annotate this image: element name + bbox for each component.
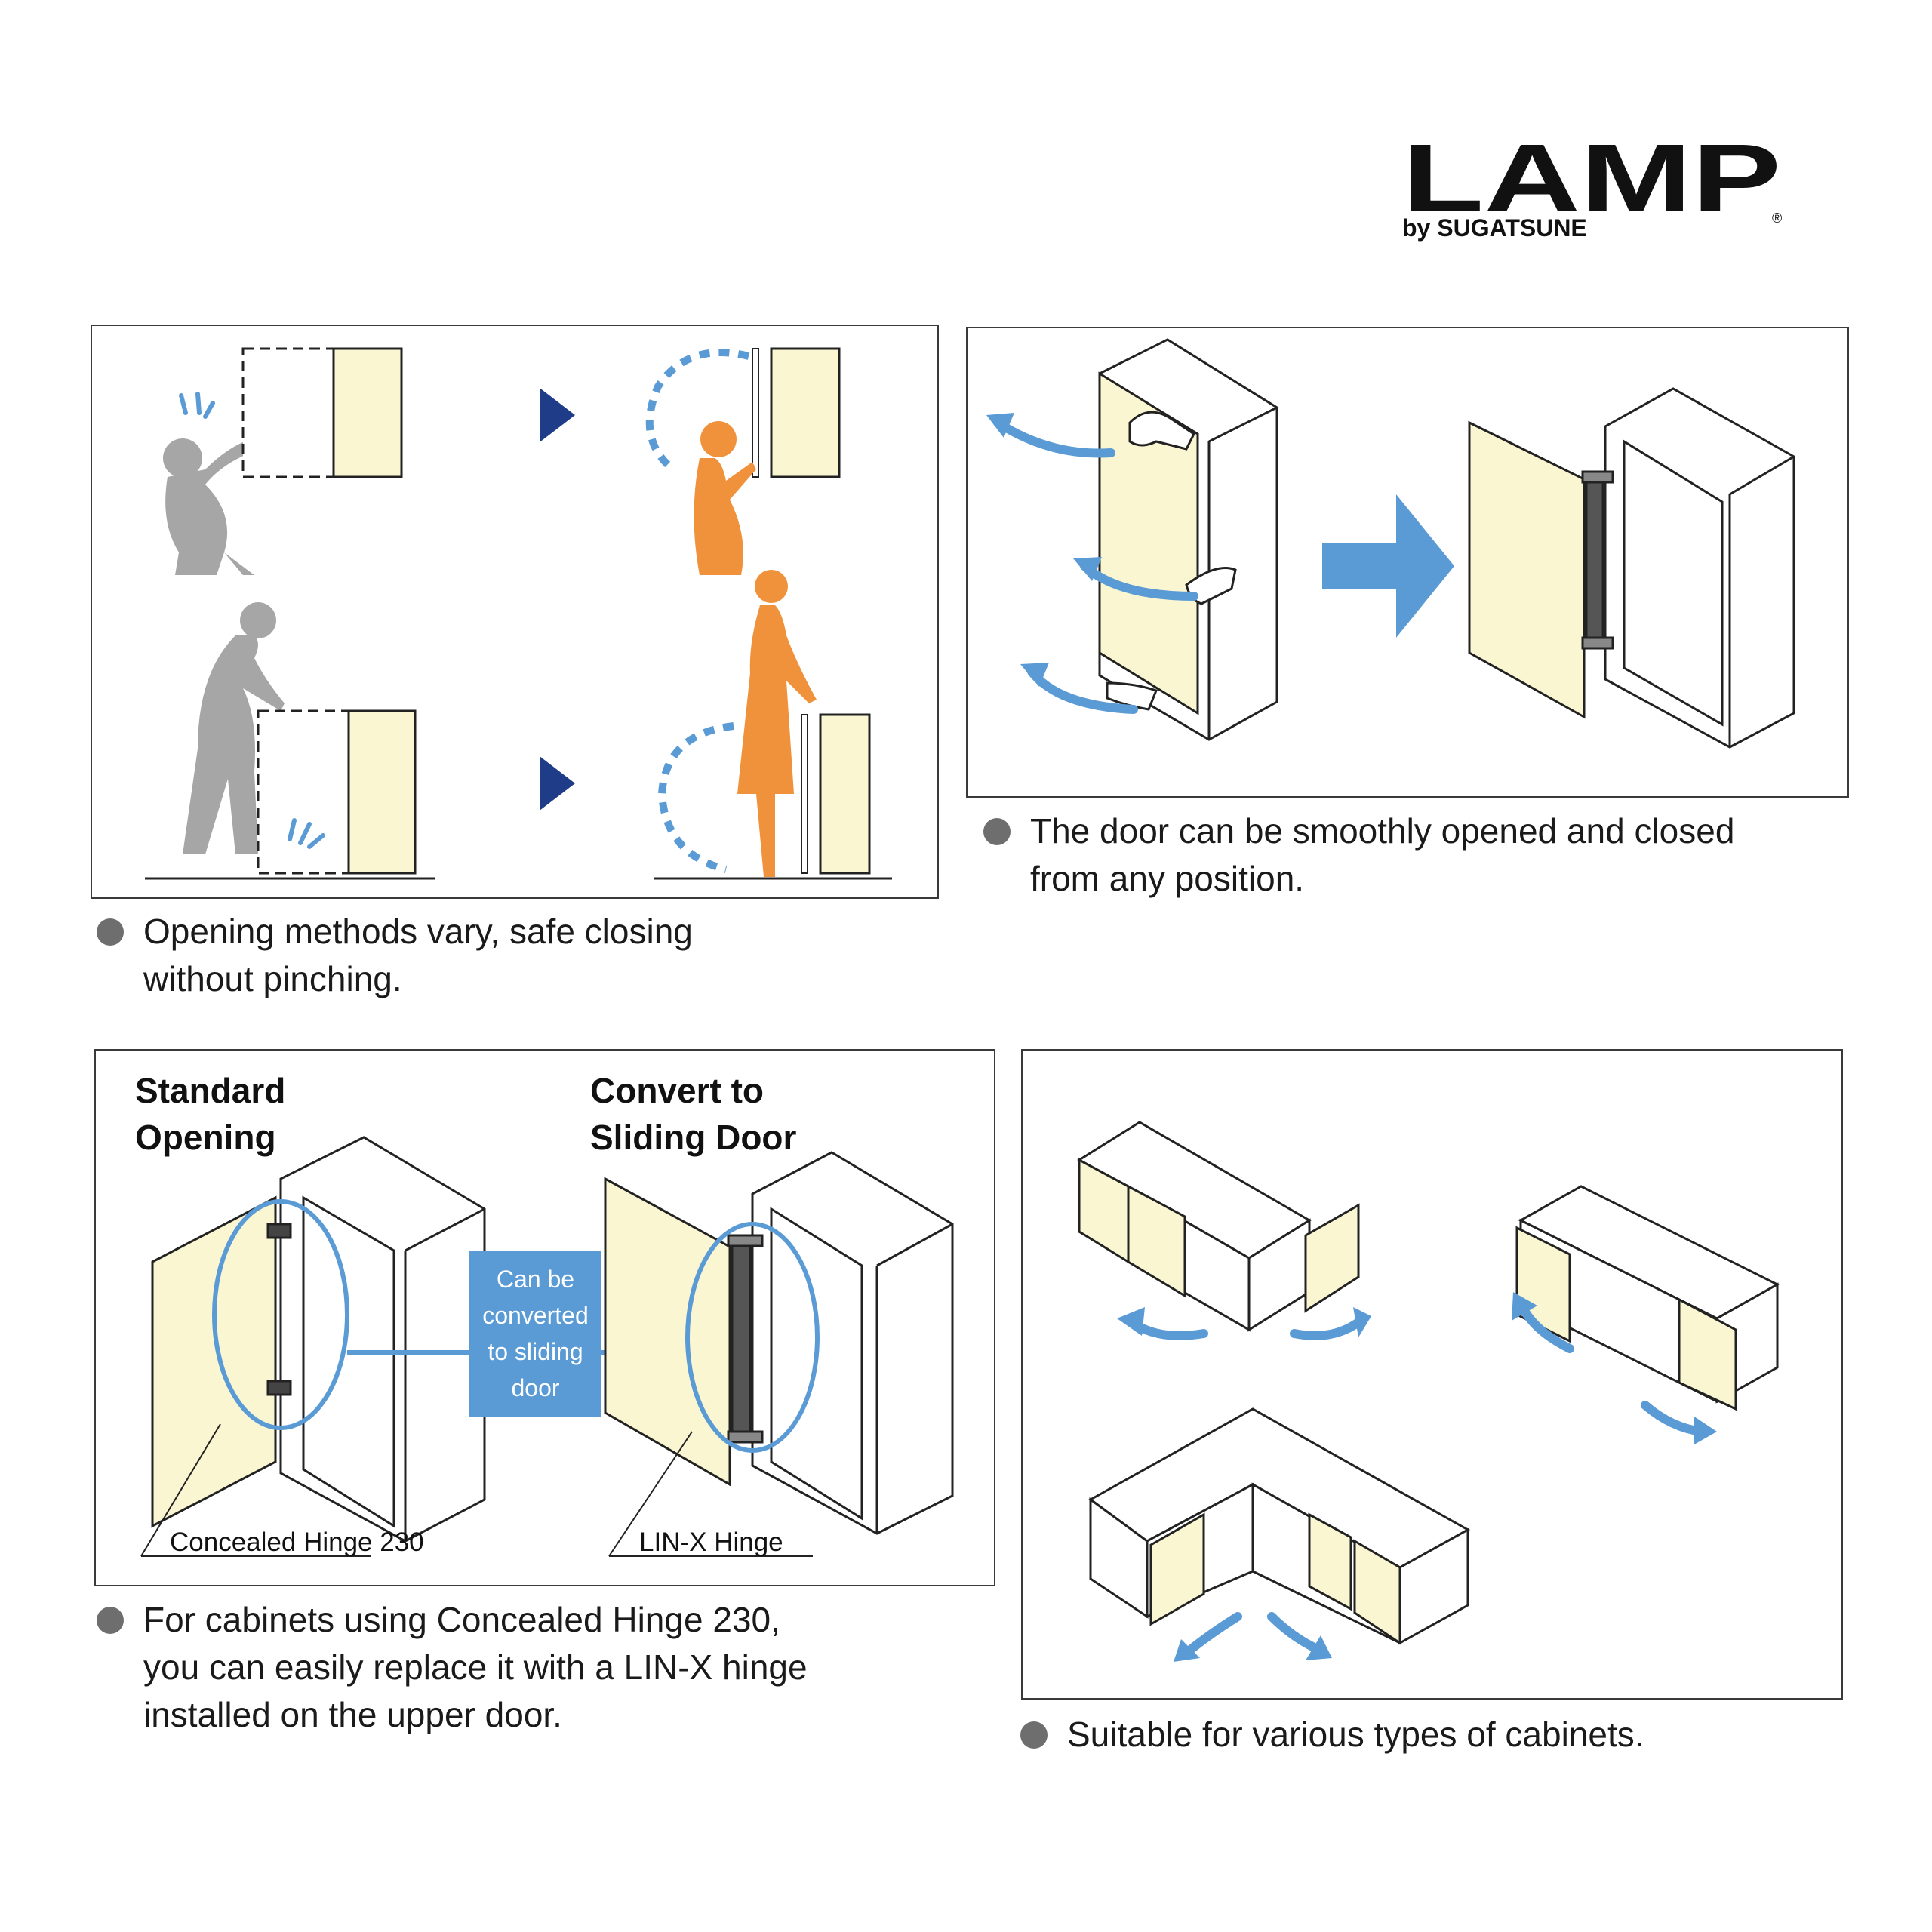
label-linx-hinge: LIN-X Hinge	[639, 1527, 783, 1557]
leader-line-right	[608, 1431, 693, 1557]
leader-line-left	[140, 1423, 221, 1557]
heading-standard-opening: Standard Opening	[135, 1071, 286, 1157]
label-concealed-hinge: Concealed Hinge 230	[170, 1527, 424, 1557]
caption-smooth-open: The door can be smoothly opened and clos…	[983, 808, 1734, 903]
bending-person-icon	[183, 602, 285, 854]
dotted-arc-icon	[645, 349, 750, 472]
panel-cabinet-types	[1021, 1049, 1843, 1700]
lower-cabinet-closed-icon	[257, 709, 417, 875]
arrow-right-icon	[540, 388, 575, 442]
brand-logo: LAMP ® by SUGATSUNE	[1402, 125, 1787, 249]
upper-cabinet-closed-icon	[242, 347, 403, 478]
caption-line: For cabinets using Concealed Hinge 230,	[143, 1600, 780, 1639]
caption-line: from any position.	[1030, 859, 1305, 898]
lamp-logo-mark: LAMP ® by SUGATSUNE	[1402, 125, 1782, 242]
caption-line: installed on the upper door.	[143, 1695, 562, 1734]
panel-opening-methods	[91, 325, 939, 899]
logo-tagline: by SUGATSUNE	[1402, 214, 1587, 242]
sliding-cabinet-icon	[604, 1151, 954, 1535]
cabinet-types-illustration	[1077, 1121, 1780, 1662]
bullet-icon	[97, 918, 124, 946]
split-cabinet-icon	[1515, 1185, 1780, 1411]
arrowhead-icon	[986, 413, 1102, 687]
caption-line: Opening methods vary, safe closing	[143, 912, 693, 951]
conversion-callout: Can be converted to sliding door	[469, 1251, 601, 1417]
conversion-illustration	[140, 1136, 954, 1557]
standard-cabinet-icon	[151, 1136, 486, 1543]
logo-wordmark: LAMP	[1402, 136, 1781, 232]
caption-opening-methods: Opening methods vary, safe closing witho…	[97, 908, 693, 1003]
pinch-lines-icon	[288, 818, 325, 849]
arrowhead-icon-3	[1174, 1635, 1332, 1662]
caption-line: without pinching.	[143, 959, 402, 998]
bullet-icon	[1020, 1721, 1048, 1749]
panel-conversion: Standard Opening Convert to Sliding Door…	[94, 1049, 995, 1586]
bullet-icon	[983, 818, 1011, 845]
big-arrow-right-icon	[1322, 494, 1454, 638]
strain-lines-icon	[179, 392, 215, 419]
standing-woman-icon	[737, 570, 817, 877]
caption-conversion: For cabinets using Concealed Hinge 230, …	[97, 1596, 808, 1739]
lower-cabinet-open-icon	[801, 713, 871, 875]
strained-person-icon	[163, 438, 254, 575]
arrowhead-icon-2	[1512, 1292, 1717, 1444]
cabinet-closed-icon	[1098, 338, 1278, 741]
corner-cabinet-icon	[1088, 1407, 1471, 1645]
caption-line: The door can be smoothly opened and clos…	[1030, 811, 1735, 851]
cabinet-sliding-icon	[1468, 387, 1795, 749]
caption-line: you can easily replace it with a LIN-X h…	[143, 1647, 808, 1687]
bullet-icon	[97, 1607, 124, 1634]
heading-convert-sliding: Convert to Sliding Door	[590, 1071, 797, 1157]
smooth-open-illustration	[986, 338, 1795, 749]
hinge-highlight-left	[212, 1199, 349, 1430]
arrowhead-icon	[1117, 1307, 1371, 1337]
long-cabinet-icon	[1077, 1121, 1360, 1332]
caption-cabinet-types: Suitable for various types of cabinets.	[1020, 1711, 1644, 1758]
panel-smooth-open	[966, 327, 1849, 798]
upper-cabinet-open-icon	[752, 347, 841, 478]
opening-methods-illustration	[145, 347, 892, 880]
arrow-right-icon-2	[540, 756, 575, 811]
standing-person-icon	[694, 421, 756, 575]
registered-mark: ®	[1772, 211, 1782, 226]
curved-arrow-icon-3	[1180, 1612, 1325, 1659]
hinge-highlight-right	[685, 1222, 820, 1453]
caption-line: Suitable for various types of cabinets.	[1067, 1715, 1644, 1754]
dotted-arc-icon-2	[657, 722, 734, 873]
hand-icon	[1106, 411, 1237, 711]
